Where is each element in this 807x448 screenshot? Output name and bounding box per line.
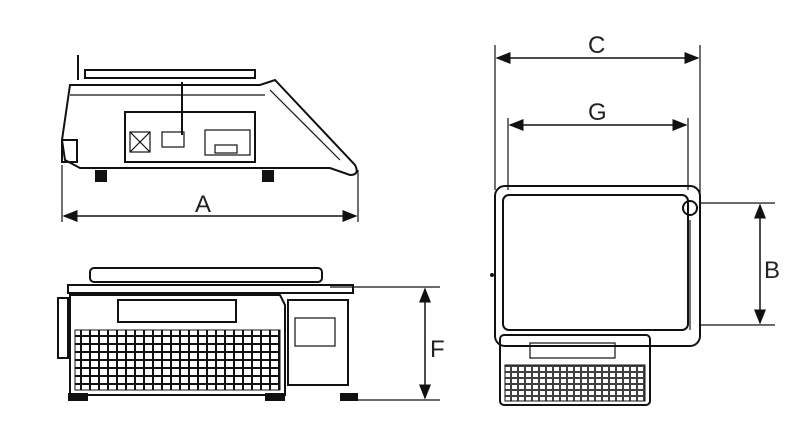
top-view: C G B <box>490 32 780 406</box>
dimension-label-b: B <box>764 257 780 284</box>
dimension-label-c: C <box>588 32 605 59</box>
dimension-label-g: G <box>588 99 607 126</box>
dimension-label-f: F <box>430 336 445 363</box>
dimension-label-a: A <box>195 191 211 218</box>
side-view: A <box>60 55 359 222</box>
front-view: F <box>57 267 445 401</box>
